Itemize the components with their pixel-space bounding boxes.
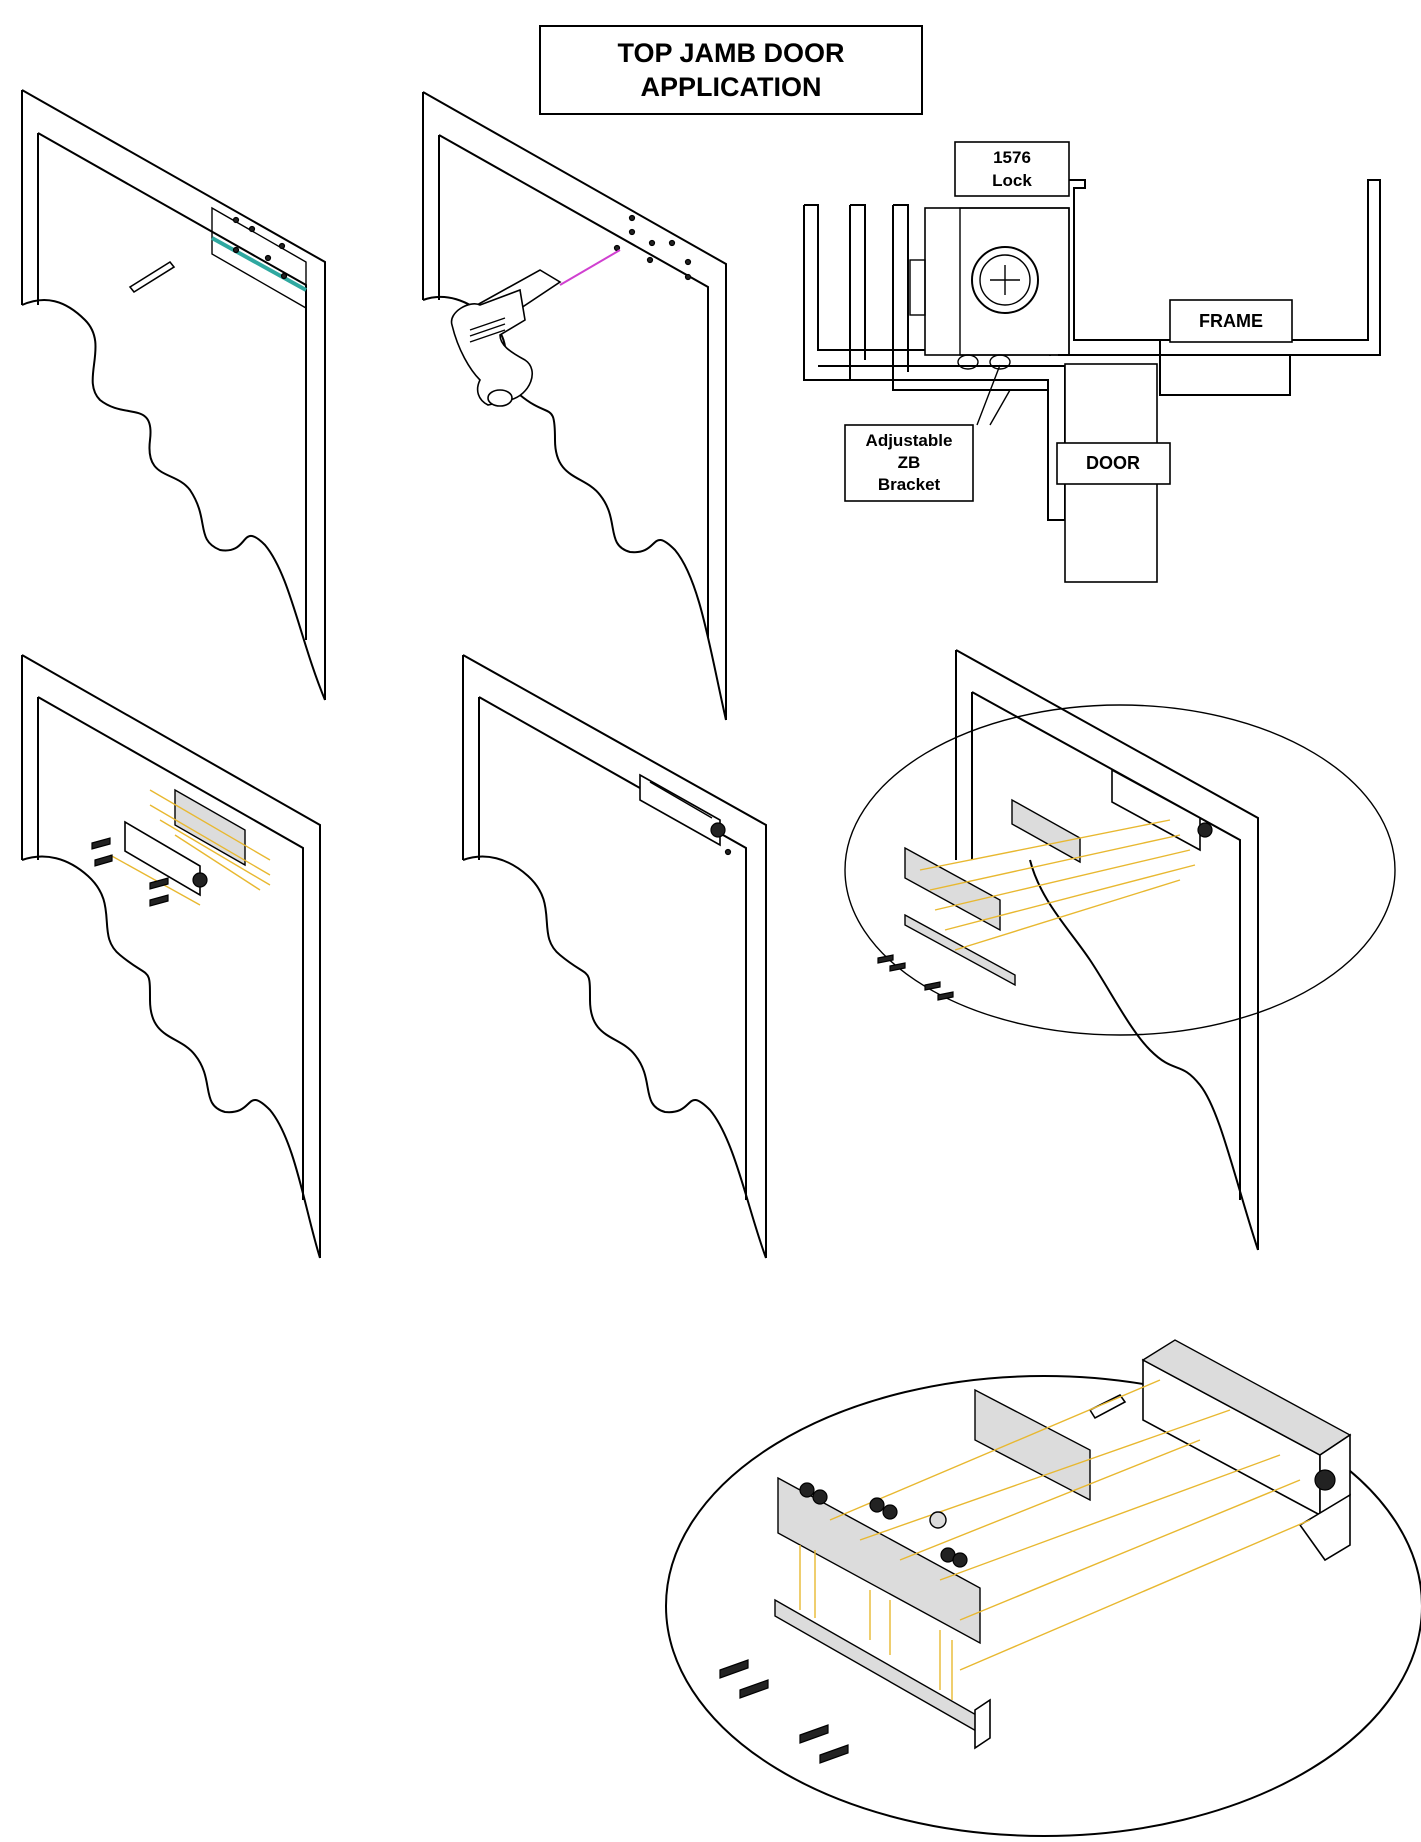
- title-line2: APPLICATION: [641, 72, 822, 102]
- frame-label-box: [1169, 299, 1293, 343]
- zoom-circle-large: [665, 1375, 1421, 1837]
- section-lock-body: [924, 207, 1070, 356]
- template-holes: [232, 216, 288, 280]
- door-label: DOOR: [1086, 453, 1140, 473]
- template-center-strip: [211, 236, 307, 292]
- mount-plate: [124, 788, 246, 897]
- section-view: 1576 Lock FRAME DOOR Adjustable ZB Brack…: [803, 141, 1381, 583]
- lock-label-box: [954, 141, 1070, 197]
- bracket-label-line2: ZB: [898, 453, 921, 472]
- bracket-label-line3: Bracket: [878, 475, 941, 494]
- bracket-screws-small: [877, 954, 954, 1001]
- step3-exploded-mount: [21, 654, 321, 1259]
- lock-knob: [971, 246, 1039, 314]
- magnet-lock-icon: [124, 820, 201, 897]
- step1-mark-template: [21, 89, 326, 701]
- bracket-label-box: [844, 424, 974, 502]
- drill-bit: [559, 249, 621, 286]
- screw-icon: [91, 837, 169, 907]
- zoom-cap-screws: [799, 1482, 968, 1568]
- step2-drill-holes: [422, 91, 727, 721]
- bracket-label-line1: Adjustable: [866, 431, 953, 450]
- zoom-circle-small: [844, 704, 1396, 1036]
- title-block: TOP JAMB DOOR APPLICATION: [539, 25, 923, 115]
- pencil-icon: [128, 260, 176, 294]
- zoom-bracket-upright: [777, 1476, 981, 1645]
- zoom-washer: [929, 1511, 947, 1529]
- step5-zb-bracket: [844, 649, 1396, 1251]
- title-line1: TOP JAMB DOOR: [617, 38, 844, 68]
- title-box: [539, 25, 923, 115]
- zoom-lock-knob: [1314, 1469, 1336, 1491]
- zoom-detail: [665, 1339, 1421, 1837]
- installed-lock: [639, 773, 721, 847]
- drill-icon: [450, 269, 562, 407]
- frame-label: FRAME: [1199, 311, 1263, 331]
- drill-hole-marks: [613, 214, 692, 281]
- mount-guide-lines: [109, 789, 271, 906]
- zoom-guide-lines: [799, 1379, 1311, 1700]
- zoom-wood-screws: [719, 1659, 849, 1764]
- door-label-box: [1056, 442, 1171, 485]
- lock-label-line2: Lock: [992, 171, 1032, 190]
- step4-installed: [462, 654, 767, 1259]
- lock-label-line1: 1576: [993, 148, 1031, 167]
- zoom-spacer-plate: [974, 1388, 1091, 1502]
